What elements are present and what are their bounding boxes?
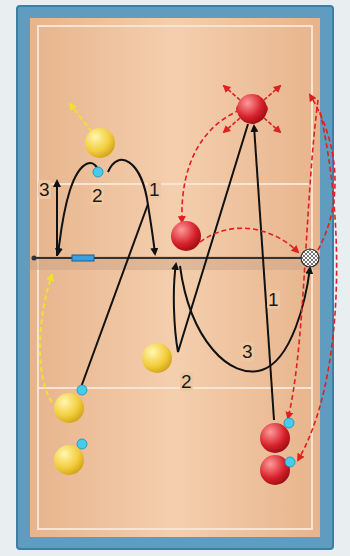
red-player bbox=[237, 94, 267, 124]
callout-number: 2 bbox=[180, 372, 193, 391]
yellow-player bbox=[142, 343, 172, 373]
ball bbox=[301, 249, 319, 267]
callout-number: 1 bbox=[148, 180, 161, 199]
callout-number: 1 bbox=[267, 290, 280, 309]
red-player bbox=[260, 423, 290, 453]
yellow-player bbox=[85, 128, 115, 158]
callout-number: 3 bbox=[38, 180, 51, 199]
callout-number: 3 bbox=[241, 342, 254, 361]
yellow-player bbox=[54, 393, 84, 423]
yellow-player bbox=[54, 445, 84, 475]
red-player bbox=[171, 221, 201, 251]
callout-number: 2 bbox=[91, 186, 104, 205]
